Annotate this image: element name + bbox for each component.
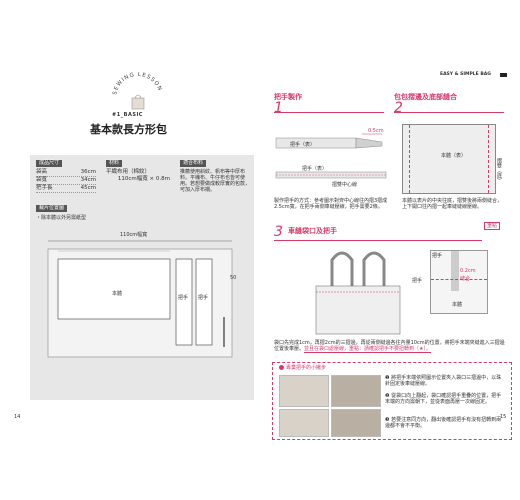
- bag-body-diagram: 本體（表）: [402, 124, 496, 194]
- step3-title: 車縫袋口及把手: [288, 227, 337, 235]
- layout-label-handle: 把手: [198, 295, 209, 301]
- header-label: EASY & SIMPLE BAG: [440, 72, 491, 77]
- right-page: EASY & SIMPLE BAG 把手製作 1 包包摺邊及底部縫合 2 把手（…: [262, 62, 512, 440]
- layout-label-body: 本體: [112, 291, 123, 297]
- seam-line: [488, 125, 489, 193]
- svg-text:SEWING LESSON: SEWING LESSON: [112, 72, 163, 96]
- step1-text: 製作把手的方式：參考圖示對齊中心線往內摺3摺成2.5cm寬，在把手兩側車縫壓線，…: [274, 198, 388, 210]
- width-label: 110cm幅寬: [120, 232, 148, 238]
- tip-title: 專業把手的小撇步: [279, 365, 326, 371]
- tip-bullet: ❶ 將把手末端依照圖示位置夾入袋口三摺邊中，以珠針固定後車縫壓線。: [385, 375, 502, 387]
- step1-rule: [274, 112, 384, 113]
- step2-rule: [394, 112, 504, 113]
- page-number: 14: [14, 414, 21, 420]
- layout-label-handle: 把手: [178, 295, 189, 301]
- tip-bullet: ❸ 若要注意同方向，翻出後確認把手有沒有扭轉到兩邊都不會不平衡。: [385, 417, 502, 429]
- step2-text: 本體以表片的中央往底，摺雙後將兩側縫合，上下開口往內摺一起車縫縫線壓線。: [402, 198, 503, 210]
- handle-diagram: [275, 133, 387, 179]
- detail-sew: 縫合: [460, 276, 471, 282]
- tip-photo: [279, 375, 329, 407]
- sewing-lesson-logo: SEWING LESSON: [112, 72, 163, 110]
- step2-title: 包包摺邊及底部縫合: [394, 93, 457, 101]
- arc-title: SEWING LESSON: [112, 72, 162, 96]
- fabric-box-title: 適合布料: [180, 160, 207, 167]
- cutting-layout-diagram: [47, 240, 233, 358]
- tip-photo: [331, 375, 381, 407]
- layout-box-title: 裁片位置圖: [36, 205, 68, 212]
- tip-box: 專業把手的小撇步 ❶ 將把手末端依照圖示位置夾入袋口三摺邊中，以珠針固定後車縫壓…: [272, 362, 512, 440]
- fabric-text: 推薦使用斜紋、帆布等中厚布料。平織布、牛仔布也皆可使用。若想要做成較厚實的包款，…: [180, 169, 251, 193]
- handle-label: 把手（表）: [302, 166, 328, 172]
- material-box-title: 材料: [106, 160, 123, 167]
- step1-number: 1: [274, 100, 283, 116]
- size-box-title: 成品尺寸: [36, 160, 63, 167]
- step3-number: 3: [274, 224, 283, 240]
- step3-text: 袋口先完成1cm，再摺2cm的三摺邊，再從兩側縫邊各往內量10cm的位置，將把手…: [274, 340, 505, 353]
- page-number: 15: [500, 414, 507, 420]
- series-label: #1_BASIC: [112, 112, 143, 118]
- detail-zoom: [430, 250, 488, 314]
- tip-bullet: ❷ 從袋口向上翻起，袋口確認把手重疊的位置，把手末端的方向需朝下，並從表面再壓一…: [385, 393, 502, 405]
- detail-body: 本體: [452, 302, 463, 308]
- step3-tag: 重點: [484, 222, 501, 230]
- page-title: 基本款長方形包: [90, 123, 167, 136]
- fold-center-label: 摺雙中心線: [332, 182, 358, 188]
- dot-icon: [279, 365, 284, 370]
- fold-bottom-label: 摺雙（底）: [496, 158, 502, 183]
- detail-label: 把手: [432, 253, 443, 259]
- handle-strap: [451, 251, 459, 291]
- layout-note: ・除本體以外另需紙型: [36, 215, 87, 221]
- detail-measure: 0.2cm: [460, 268, 476, 274]
- step2-number: 2: [394, 100, 403, 116]
- layout-label-dimension: 50: [230, 275, 237, 281]
- tip-photo: [279, 409, 329, 437]
- step3-rule: [274, 240, 482, 241]
- seam-line: [431, 279, 487, 281]
- tote-bag-icon: [131, 94, 145, 110]
- step1-title: 把手製作: [274, 93, 302, 101]
- tip-photo: [331, 409, 381, 437]
- handle-callout: 把手: [412, 278, 423, 284]
- body-label: 本體（表）: [441, 153, 467, 159]
- material-text: 平織布用（棉紋） 110cm幅寬 × 0.8m: [106, 169, 170, 182]
- header-mark-icon: [500, 73, 507, 77]
- handle-label: 把手（表）: [290, 142, 316, 148]
- bag-handles-diagram: [315, 251, 401, 335]
- handle-seam-label: 0.5cm: [368, 128, 384, 134]
- seam-line: [409, 125, 410, 193]
